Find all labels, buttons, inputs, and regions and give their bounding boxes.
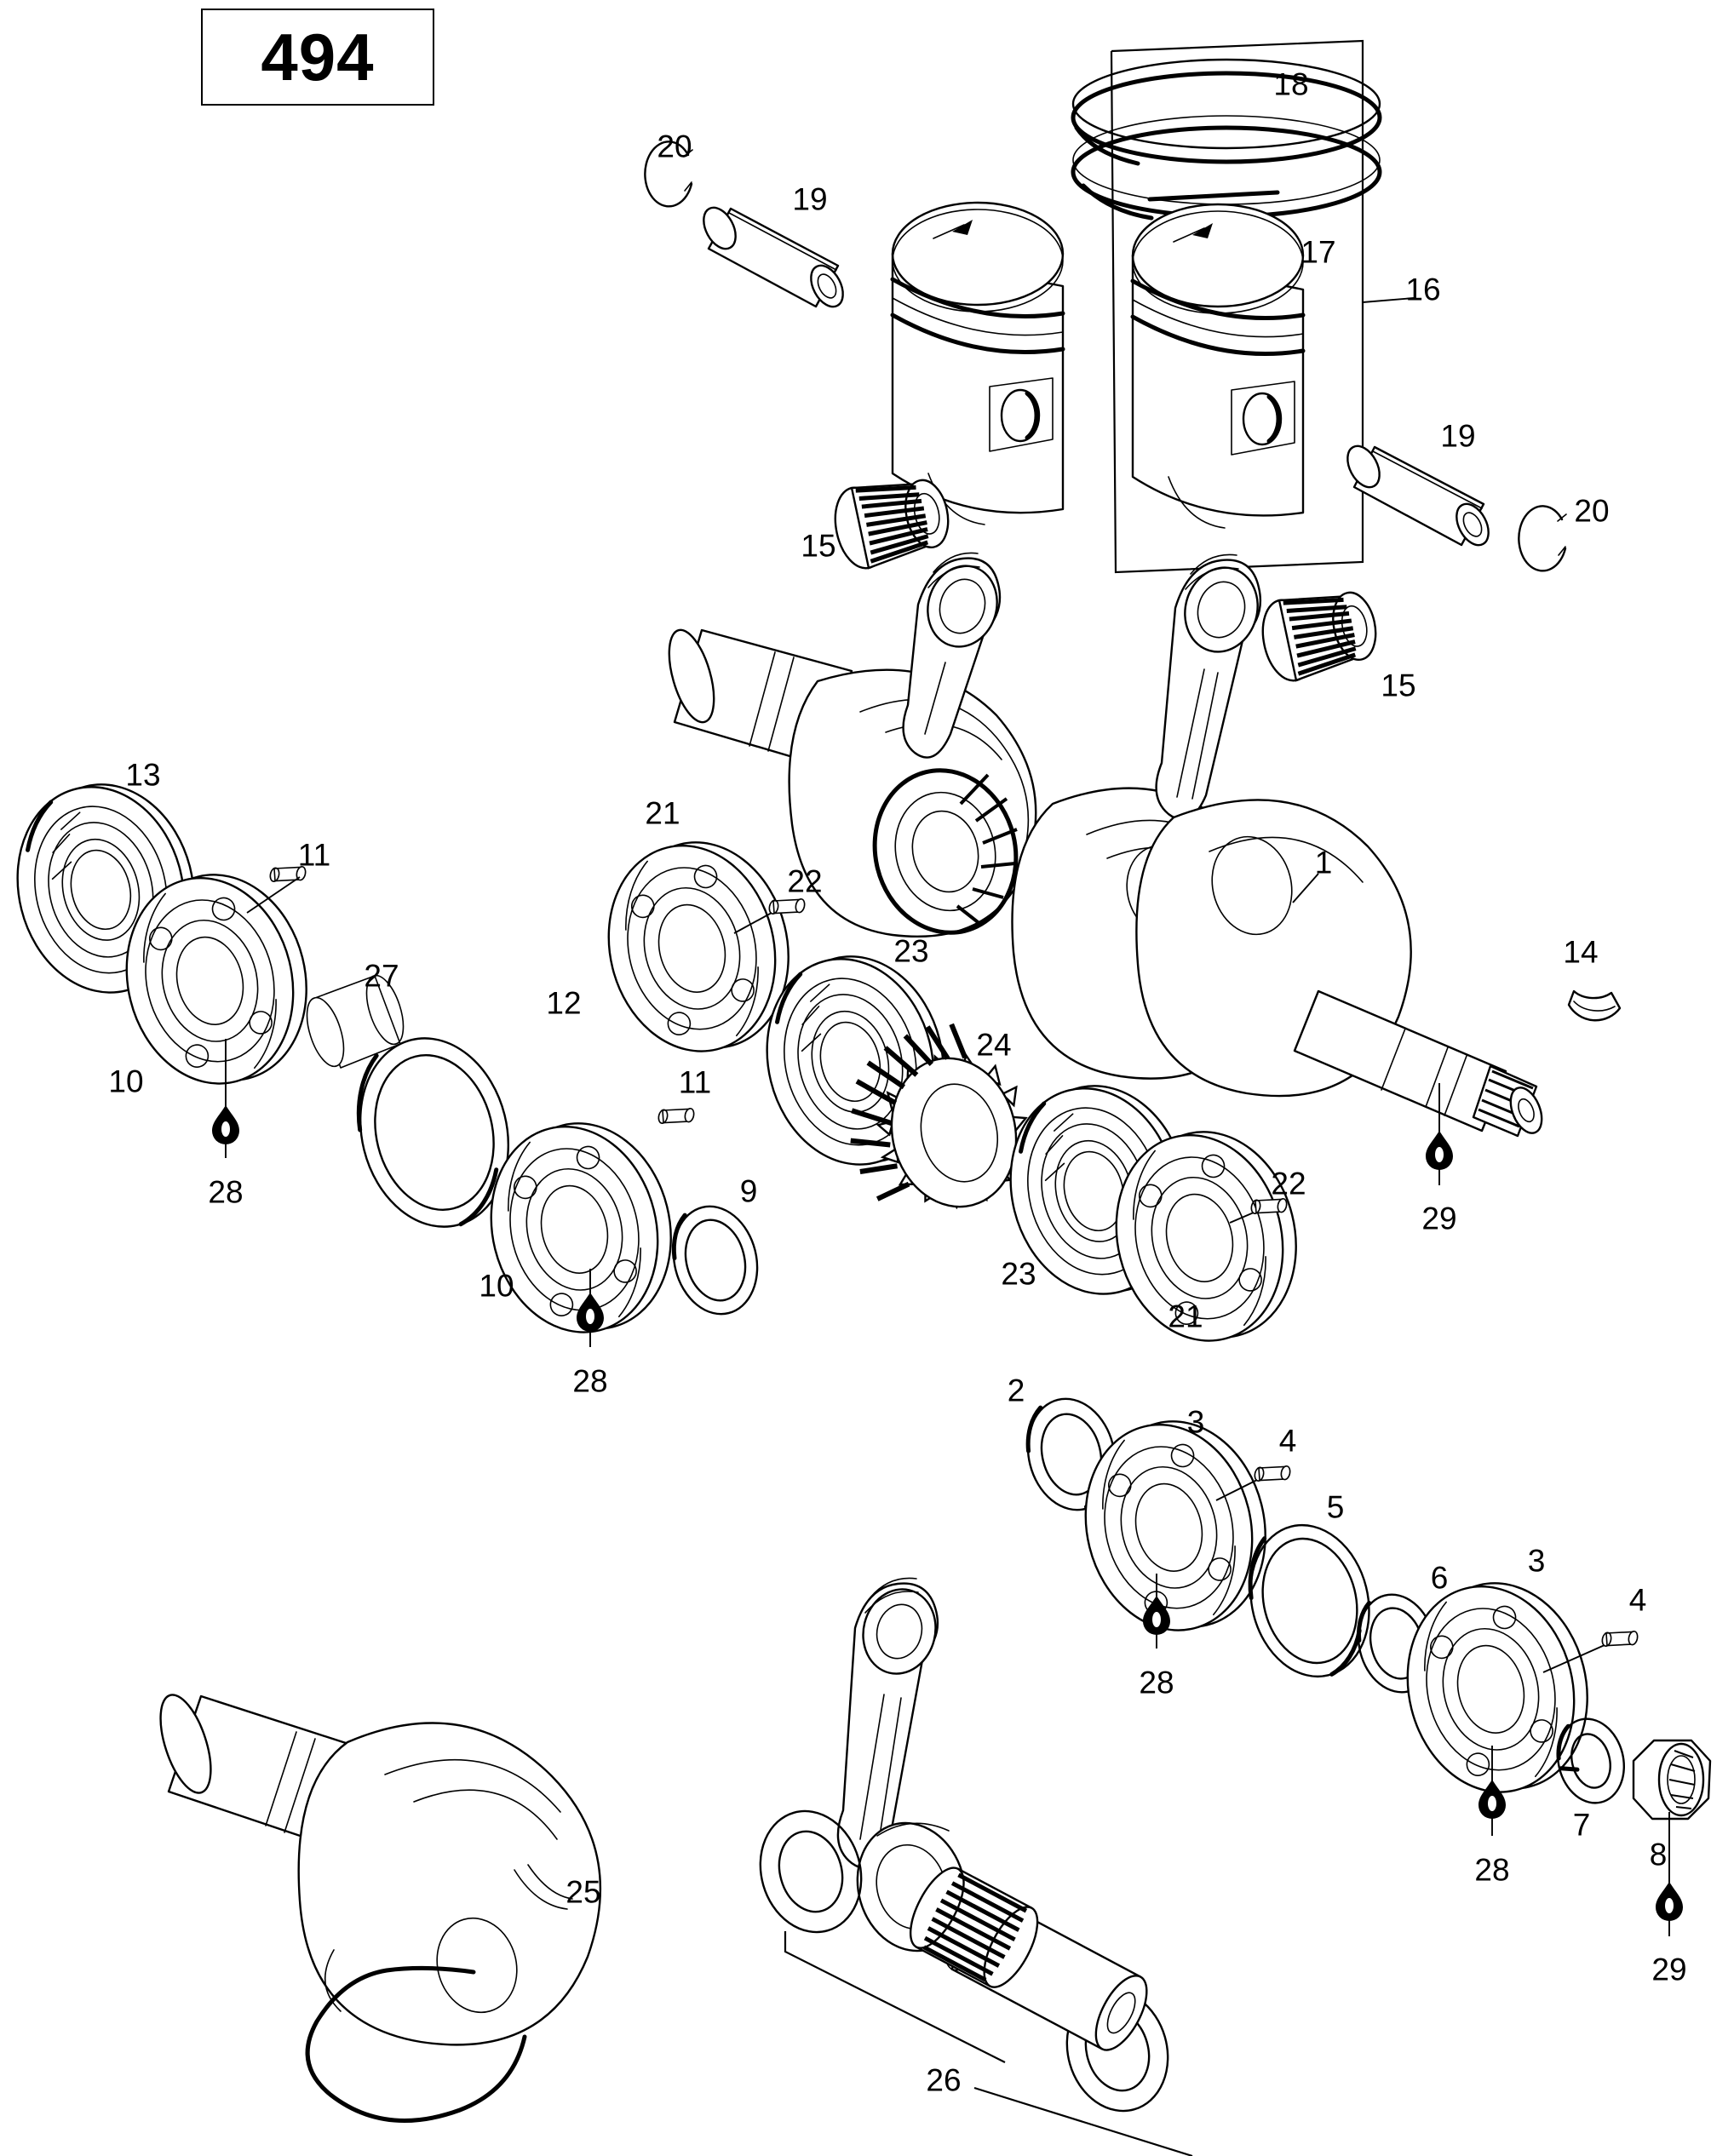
callout-locating-pin-11a: 11 (297, 837, 331, 873)
callout-locating-pin-22a: 22 (787, 863, 823, 899)
callout-lock-washer-7: 7 (1572, 1807, 1591, 1843)
lubricant-28a (212, 1039, 239, 1158)
lubricant-29b (1656, 1812, 1683, 1936)
callout-spacer-sleeve-27: 27 (364, 958, 399, 994)
lubricant-29a (1426, 1083, 1453, 1185)
callout-piston-kit-16: 16 (1405, 272, 1441, 307)
callout-hex-nut-8: 8 (1649, 1837, 1668, 1872)
lubricant-28c (1143, 1574, 1170, 1649)
needle-bearing-right-art (1256, 582, 1383, 685)
callout-needle-bearing-15b: 15 (1381, 668, 1416, 703)
callout-ball-bearing-21a: 21 (645, 795, 680, 831)
piston-ring-set-art (1073, 60, 1380, 218)
callout-shim-ring-9: 9 (739, 1173, 758, 1209)
callout-oil-seal-23b: 23 (1001, 1256, 1036, 1292)
callout-washer-2: 2 (1007, 1373, 1025, 1408)
lubricant-28d (1478, 1746, 1506, 1836)
callout-lubricant-symbol-28d: 28 (1474, 1852, 1510, 1888)
callout-piston-pin-19a: 19 (792, 181, 828, 217)
o-ring-5-art (1235, 1512, 1385, 1689)
callout-ball-bearing-10a: 10 (108, 1064, 144, 1099)
callout-piston-17: 17 (1300, 234, 1336, 270)
callout-lubricant-symbol-29b: 29 (1651, 1952, 1687, 1987)
piston-right-art (1133, 204, 1303, 528)
connecting-rod-kit-art (746, 1578, 1192, 2156)
crankshaft-assembly-art (660, 553, 1547, 1137)
locating-pin-4b-art (1600, 1624, 1639, 1654)
shim-ring-9-art (663, 1197, 768, 1322)
callout-ball-bearing-3a: 3 (1186, 1404, 1205, 1440)
callout-ball-bearing-10b: 10 (479, 1268, 514, 1304)
piston-pin-right-art (1341, 441, 1496, 551)
locating-pin-11b-art (657, 1101, 696, 1131)
drive-gear-24-art (829, 1009, 1043, 1230)
callout-lubricant-symbol-29a: 29 (1421, 1201, 1457, 1236)
spacer-27-art (300, 971, 411, 1070)
callout-o-ring-12: 12 (546, 985, 582, 1021)
hex-nut-8-art (1634, 1740, 1710, 1819)
callout-lubricant-symbol-28a: 28 (208, 1174, 244, 1210)
lubricant-28b (577, 1269, 604, 1347)
circlip-right-art (1519, 506, 1566, 571)
callout-washer-6: 6 (1430, 1560, 1449, 1596)
callout-crankshaft-assembly-1: 1 (1314, 845, 1333, 880)
callout-oil-seal-13: 13 (125, 757, 161, 793)
page-number: 494 (261, 19, 375, 95)
callout-connecting-rod-kit-26: 26 (926, 2062, 962, 2098)
piston-kit-bracket (1111, 41, 1414, 572)
callout-lubricant-symbol-28c: 28 (1139, 1665, 1174, 1700)
callout-lubricant-symbol-28b: 28 (572, 1363, 608, 1399)
circlip-left-art (645, 141, 692, 206)
callout-circlip-20b: 20 (1574, 493, 1610, 529)
callout-locating-pin-22b: 22 (1271, 1166, 1306, 1201)
callout-piston-ring-set-18: 18 (1273, 66, 1309, 102)
o-ring-12-art (341, 1023, 527, 1242)
piston-left-art (893, 203, 1063, 525)
callout-locating-pin-4a: 4 (1278, 1423, 1297, 1459)
woodruff-key-art (1569, 991, 1620, 1020)
page-number-box: 494 (201, 9, 434, 106)
callout-drive-gear-24: 24 (976, 1027, 1012, 1063)
piston-pin-left-art (698, 203, 850, 313)
crankshaft-half-art (151, 1689, 600, 2121)
callout-circlip-20a: 20 (657, 129, 692, 164)
callout-crankshaft-half-25: 25 (566, 1874, 601, 1910)
callout-woodruff-key-14: 14 (1563, 934, 1599, 970)
callout-ball-bearing-21b: 21 (1168, 1299, 1203, 1334)
callout-ball-bearing-3b: 3 (1527, 1543, 1546, 1579)
locating-pin-4a-art (1253, 1459, 1292, 1488)
callout-needle-bearing-15a: 15 (801, 528, 836, 564)
callout-locating-pin-11b: 11 (678, 1064, 712, 1100)
lock-washer-7-art (1549, 1712, 1633, 1809)
callout-o-ring-5: 5 (1326, 1489, 1345, 1525)
callout-oil-seal-23a: 23 (893, 933, 929, 969)
callout-piston-pin-19b: 19 (1440, 418, 1476, 454)
callout-locating-pin-4b: 4 (1628, 1582, 1647, 1618)
